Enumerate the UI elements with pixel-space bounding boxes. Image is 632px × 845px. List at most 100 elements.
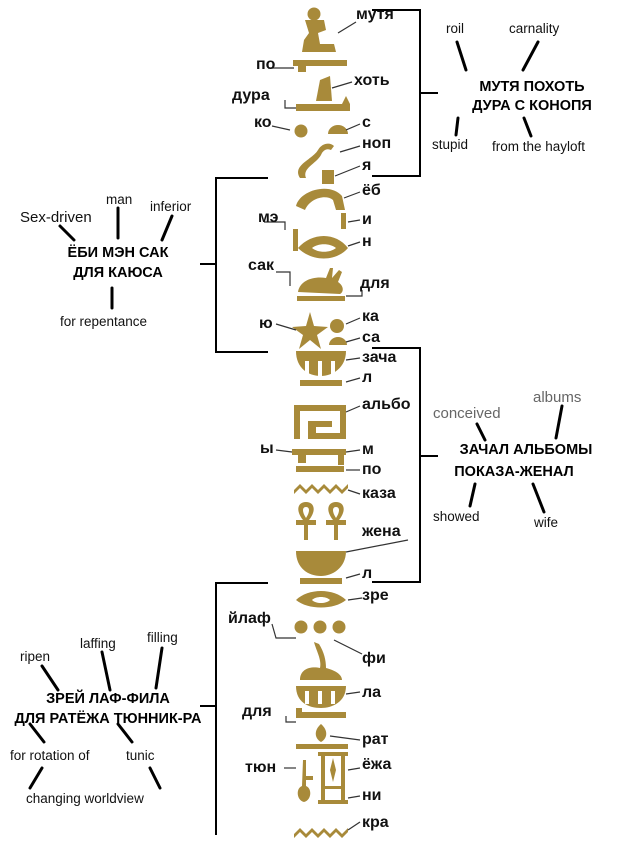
syllable-sak: сак [248,257,274,274]
syllable-albo: альбо [362,396,411,413]
group2-phrase-line2: ДЛЯ КАЮСА [73,265,163,281]
ground-glyph [296,744,348,749]
stand-glyph [292,449,346,455]
syllable-ya: я [362,157,372,174]
syllable-rat: рат [362,731,389,748]
syllable-ko: ко [254,114,272,131]
group4-phrase-line2: ДЛЯ РАТЁЖА ТЮННИК-РА [14,711,202,727]
syllable-zre: зре [362,587,389,604]
star-glyph [292,312,328,349]
stroke-glyph [338,455,344,465]
hieroglyph-column [292,7,350,838]
gloss-ripen: ripen [20,649,51,664]
syllable-yu: ю [259,315,273,332]
gloss-conceived: conceived [433,405,501,422]
arm-glyph [296,188,345,210]
gloss-for-repentance: for repentance [60,314,148,329]
group2-line1-rest: МЭН САК [102,245,169,261]
seated-man-glyph [302,7,336,52]
syllable-dlya-1: для [360,275,390,292]
syllable-kaza: каза [362,485,396,502]
syllable-tyun: тюн [245,759,277,776]
gloss-roil: roil [446,21,465,36]
syllable-po-1: по [256,56,276,73]
syllable-fi: фи [362,650,386,667]
stand-foot-glyph [296,708,302,718]
syllable-ka: ка [362,308,379,325]
gloss-wife: wife [534,515,559,530]
gloss-tunic: tunic [126,748,155,763]
group3-phrase-line2: ПОКАЗА-ЖЕНАЛ [454,464,574,480]
bracket-group4 [215,582,268,835]
mouth-glyph [298,236,348,259]
jackal-glyph [300,642,342,680]
gloss-filling: filling [147,630,178,645]
ground-glyph [296,466,344,472]
syllable-zhena: жена [362,523,401,540]
pot-glyph [294,124,308,138]
syllable-me: мэ [258,209,279,226]
syllable-m: м [362,441,374,458]
ornate-column-glyph [318,752,348,804]
group2-lead-word: ЁБИ [67,245,99,261]
basket-handle-glyph [296,96,350,111]
syllable-mutya: мутя [356,6,394,23]
ground-glyph [300,578,342,584]
gloss-showed: showed [433,509,480,524]
group4-phrase-line1: ЗРЕЙ ЛАФ-ФИЛА [46,691,170,707]
stand-glyph [296,712,346,718]
syllable-s: с [362,114,371,131]
pot-glyph [332,620,346,634]
syllable-ylaf: йлаф [228,610,271,627]
gloss-man: man [106,192,133,207]
gloss-changing-worldview: changing worldview [26,791,144,806]
syllable-zacha: зача [362,349,397,366]
gloss-albums: albums [533,389,582,406]
syllable-dlya-2: для [242,703,272,720]
stand-foot-glyph [298,66,306,72]
loaf-glyph [328,125,348,134]
group3-phrase-line1: ЗАЧАЛ АЛЬБОМЫ [459,442,593,458]
bracket-group3 [372,347,421,583]
pot-glyph [294,620,308,634]
reed-leaf-glyph [315,724,327,742]
group2-phrase-line1: ЁБИ МЭН САК [48,246,188,261]
syllable-y: ы [260,440,274,457]
palace-glyph [294,405,346,439]
ankh-glyph [296,502,316,540]
syllable-khot: хоть [354,72,390,89]
syllable-dura: дура [232,87,270,104]
heart-windpipe-glyph [297,760,313,802]
reed-glyph [322,170,334,184]
syllable-n: н [362,233,372,250]
syllable-l-1: л [362,369,373,386]
water-glyph [294,828,348,838]
syllable-ni: ни [362,787,382,804]
syllable-yozha: ёжа [362,756,392,773]
syllable-nop: ноп [362,135,392,152]
water-glyph [294,484,348,494]
syllable-sa: са [362,329,380,346]
syllable-kra: кра [362,814,389,831]
pot-glyph [313,620,327,634]
hare-glyph [298,268,343,294]
stand-foot-glyph [298,455,306,463]
syllable-leaders [264,21,409,831]
syllable-i: и [362,211,372,228]
cobra-glyph [298,143,334,178]
syllable-l-2: л [362,565,373,582]
eye-glyph [296,591,346,608]
stand-glyph [293,60,347,66]
gloss-stupid: stupid [432,137,469,152]
basket-glyph [296,551,346,576]
group1-phrase-line2: ДУРА С КОНОПЯ [472,98,592,114]
gloss-from-the-hayloft: from the hayloft [492,139,586,154]
gloss-carnality: carnality [509,21,560,36]
ground-glyph [300,380,342,386]
bracket-lines [200,9,438,835]
syllable-yob: ёб [362,182,381,199]
loaf-small-glyph [329,337,347,345]
syllable-po-2: по [362,461,382,478]
